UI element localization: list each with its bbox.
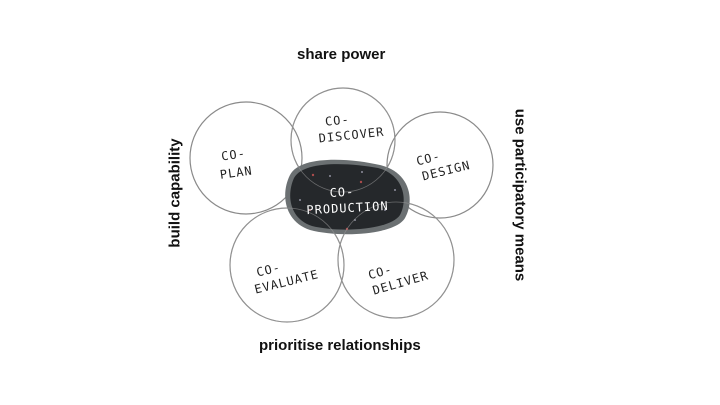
circle-co-plan	[189, 101, 303, 215]
svg-text:CO-EVALUATE: CO-EVALUATE	[249, 252, 320, 297]
label-bottom: prioritise relationships	[259, 337, 421, 354]
svg-text:CO-PLAN: CO-PLAN	[216, 146, 253, 182]
center-label-line1: CO-	[329, 185, 354, 200]
label-left: build capability	[166, 138, 184, 248]
svg-text:CO-DELIVER: CO-DELIVER	[367, 253, 431, 298]
svg-text:CO-DISCOVER: CO-DISCOVER	[316, 109, 385, 146]
circle-co-design	[386, 111, 494, 219]
svg-text:CO-PRODUCTION: CO-PRODUCTION	[305, 183, 389, 217]
label-right: use participatory means	[511, 108, 529, 282]
center-label-line2: PRODUCTION	[306, 199, 389, 217]
svg-text:CO-DESIGN: CO-DESIGN	[415, 142, 472, 184]
label-top: share power	[297, 46, 386, 63]
